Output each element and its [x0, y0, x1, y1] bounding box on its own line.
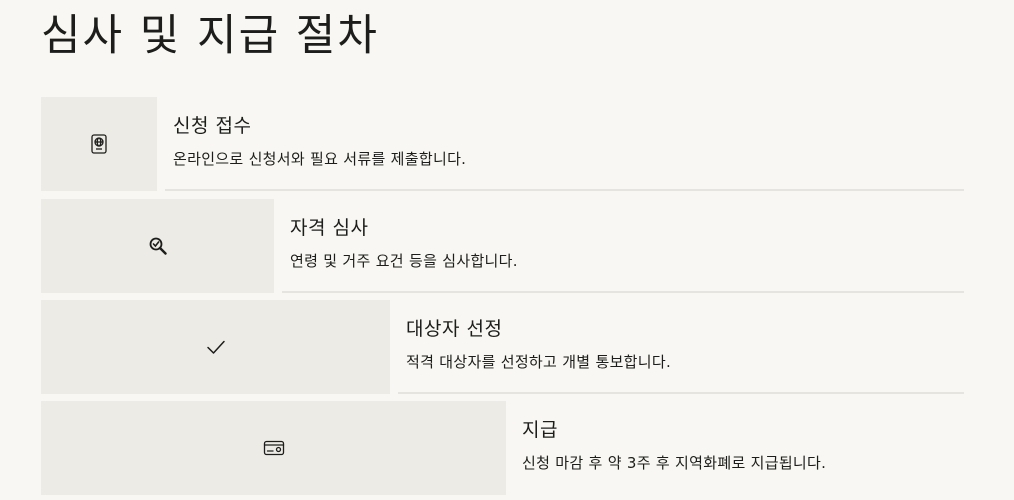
- step-title: 자격 심사: [290, 217, 369, 239]
- step-icon-box: [41, 300, 390, 394]
- step-divider: [398, 392, 964, 394]
- step-icon-box: [41, 97, 157, 191]
- step-description: 적격 대상자를 선정하고 개별 통보합니다.: [406, 353, 672, 371]
- step-icon-box: [41, 401, 506, 495]
- step-divider: [282, 291, 964, 293]
- passport-globe-icon: [87, 132, 111, 156]
- checkmark-icon: [204, 335, 228, 359]
- step-item-payment: 지급 신청 마감 후 약 3주 후 지역화폐로 지급됩니다.: [41, 401, 964, 495]
- step-content: 지급 신청 마감 후 약 3주 후 지역화폐로 지급됩니다.: [514, 401, 964, 495]
- step-title: 지급: [522, 419, 558, 441]
- step-icon-box: [41, 199, 274, 293]
- step-description: 온라인으로 신청서와 필요 서류를 제출합니다.: [173, 150, 467, 168]
- step-divider: [165, 189, 964, 191]
- page-title: 심사 및 지급 절차: [41, 11, 379, 61]
- step-item-application: 신청 접수 온라인으로 신청서와 필요 서류를 제출합니다.: [41, 97, 964, 191]
- step-item-selection: 대상자 선정 적격 대상자를 선정하고 개별 통보합니다.: [41, 300, 964, 394]
- step-item-eligibility-review: 자격 심사 연령 및 거주 요건 등을 심사합니다.: [41, 199, 964, 293]
- step-title: 대상자 선정: [406, 318, 503, 340]
- step-description: 신청 마감 후 약 3주 후 지역화폐로 지급됩니다.: [522, 454, 827, 472]
- step-description: 연령 및 거주 요건 등을 심사합니다.: [290, 252, 518, 270]
- card-icon: [262, 436, 286, 460]
- step-title: 신청 접수: [173, 115, 252, 137]
- step-content: 대상자 선정 적격 대상자를 선정하고 개별 통보합니다.: [398, 300, 964, 394]
- search-check-icon: [146, 234, 170, 258]
- step-content: 자격 심사 연령 및 거주 요건 등을 심사합니다.: [282, 199, 964, 293]
- step-content: 신청 접수 온라인으로 신청서와 필요 서류를 제출합니다.: [165, 97, 964, 191]
